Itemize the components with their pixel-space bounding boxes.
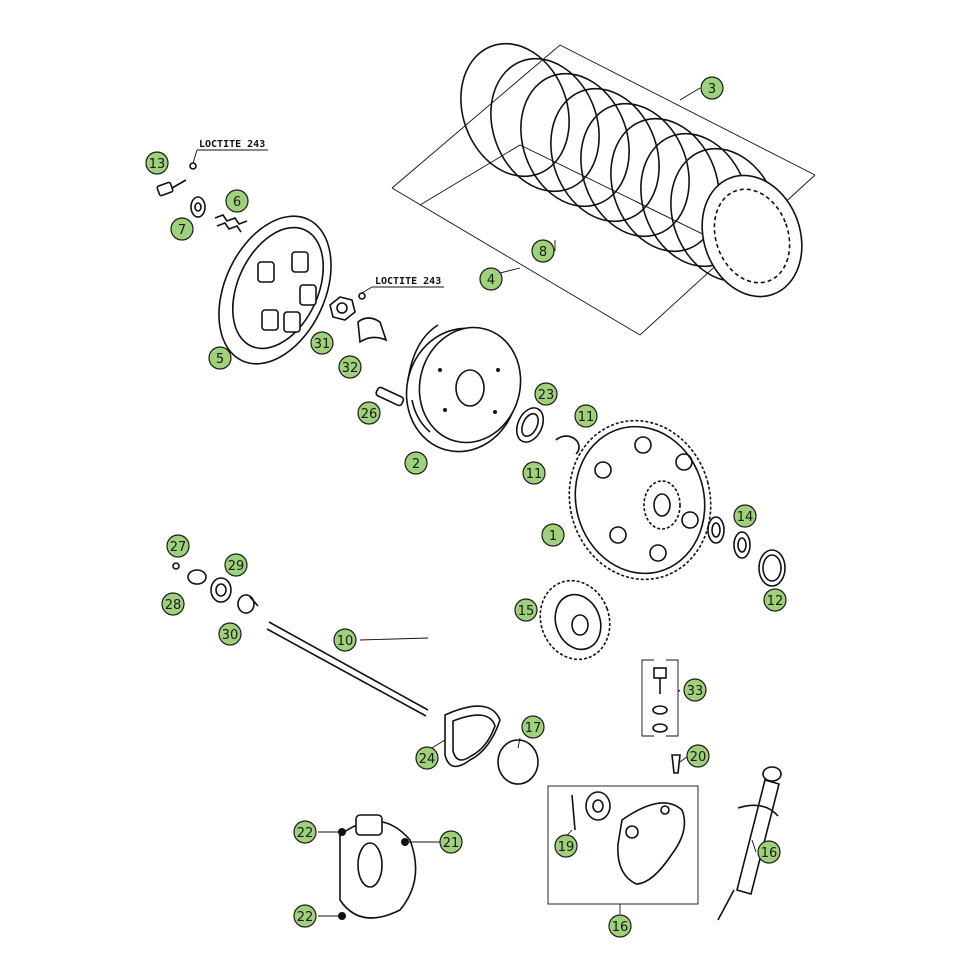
callout-33-label: 33: [687, 684, 704, 699]
loctite-note-a-text: LOCTITE 243: [199, 139, 265, 150]
callout-2-label: 2: [412, 457, 420, 472]
callout-7: 7: [170, 217, 194, 241]
loctite-note-b-text: LOCTITE 243: [375, 276, 441, 287]
callout-22a: 22: [293, 820, 317, 844]
thrust-washer-and-circlip: [515, 407, 580, 455]
callout-3-label: 3: [708, 82, 716, 97]
callout-14-label: 14: [737, 510, 754, 525]
callout-11a: 11: [574, 404, 598, 428]
clutch-nut-and-lock-washer: [329, 292, 388, 344]
callout-20: 20: [686, 744, 710, 768]
pushrod-pin: [375, 386, 405, 407]
clutch-hub: [405, 324, 522, 453]
callout-30-label: 30: [222, 628, 239, 643]
callout-26-label: 26: [361, 407, 378, 422]
callout-24: 24: [415, 746, 439, 770]
callout-21-label: 21: [443, 836, 460, 851]
callout-16a: 16: [757, 840, 781, 864]
pressure-plate: [218, 215, 332, 365]
callout-20-label: 20: [690, 750, 707, 765]
callout-31: 31: [310, 331, 334, 355]
callout-23: 23: [534, 382, 558, 406]
callout-19: 19: [554, 834, 578, 858]
adjuster-parts-box: [641, 659, 681, 774]
callout-32: 32: [338, 355, 362, 379]
bolt-washer-spring: [156, 162, 248, 233]
callout-13: 13: [145, 151, 169, 175]
callout-11b: 11: [522, 461, 546, 485]
loctite-note-a: LOCTITE 243: [192, 139, 268, 164]
clutch-basket-gear: [568, 419, 712, 581]
callout-26: 26: [357, 401, 381, 425]
pushrod-parts: [172, 562, 429, 717]
callout-24-label: 24: [419, 752, 436, 767]
callout-17-label: 17: [525, 721, 542, 736]
callout-16a-label: 16: [761, 846, 778, 861]
callout-23-label: 23: [538, 388, 555, 403]
callout-8: 8: [531, 239, 555, 263]
callout-29: 29: [224, 553, 248, 577]
callout-13-label: 13: [149, 157, 166, 172]
callout-1-label: 1: [549, 529, 557, 544]
callout-12: 12: [763, 588, 787, 612]
callout-28: 28: [161, 592, 185, 616]
callout-1: 1: [541, 523, 565, 547]
needle-bearings: [707, 516, 786, 587]
callout-11a-label: 11: [578, 410, 595, 425]
primary-pinion: [539, 579, 611, 661]
callout-4: 4: [479, 267, 503, 291]
callout-7-label: 7: [178, 223, 186, 238]
callout-29-label: 29: [228, 559, 245, 574]
callout-22b-label: 22: [297, 910, 314, 925]
callout-15-label: 15: [518, 604, 535, 619]
callout-27-label: 27: [170, 540, 187, 555]
callout-10-label: 10: [337, 634, 354, 649]
callout-12-label: 12: [767, 594, 784, 609]
callout-30: 30: [218, 622, 242, 646]
callout-6-label: 6: [233, 195, 241, 210]
callout-4-label: 4: [487, 273, 495, 288]
callout-5: 5: [208, 346, 232, 370]
callout-10: 10: [333, 628, 357, 652]
master-cylinder-box: [547, 785, 699, 905]
callout-33: 33: [683, 678, 707, 702]
loctite-note-b: LOCTITE 243: [361, 276, 444, 294]
callout-14: 14: [733, 504, 757, 528]
callout-3: 3: [700, 76, 724, 100]
callout-19-label: 19: [558, 840, 575, 855]
slave-pushrod: [717, 766, 782, 921]
callout-8-label: 8: [539, 245, 547, 260]
callout-17: 17: [521, 715, 545, 739]
callout-22a-label: 22: [297, 826, 314, 841]
callout-32-label: 32: [342, 361, 359, 376]
callout-15: 15: [514, 598, 538, 622]
callout-21: 21: [439, 830, 463, 854]
clutch-slave-cylinder: [338, 814, 417, 920]
callout-16b-label: 16: [612, 920, 629, 935]
clutch-plate-stack: [391, 42, 816, 336]
callout-5-label: 5: [216, 352, 224, 367]
gasket-and-oring: [444, 705, 539, 785]
callout-31-label: 31: [314, 337, 331, 352]
callout-6: 6: [225, 189, 249, 213]
callout-28-label: 28: [165, 598, 182, 613]
callout-16b: 16: [608, 914, 632, 938]
callout-22b: 22: [293, 904, 317, 928]
callout-2: 2: [404, 451, 428, 475]
callout-27: 27: [166, 534, 190, 558]
callout-11b-label: 11: [526, 467, 543, 482]
